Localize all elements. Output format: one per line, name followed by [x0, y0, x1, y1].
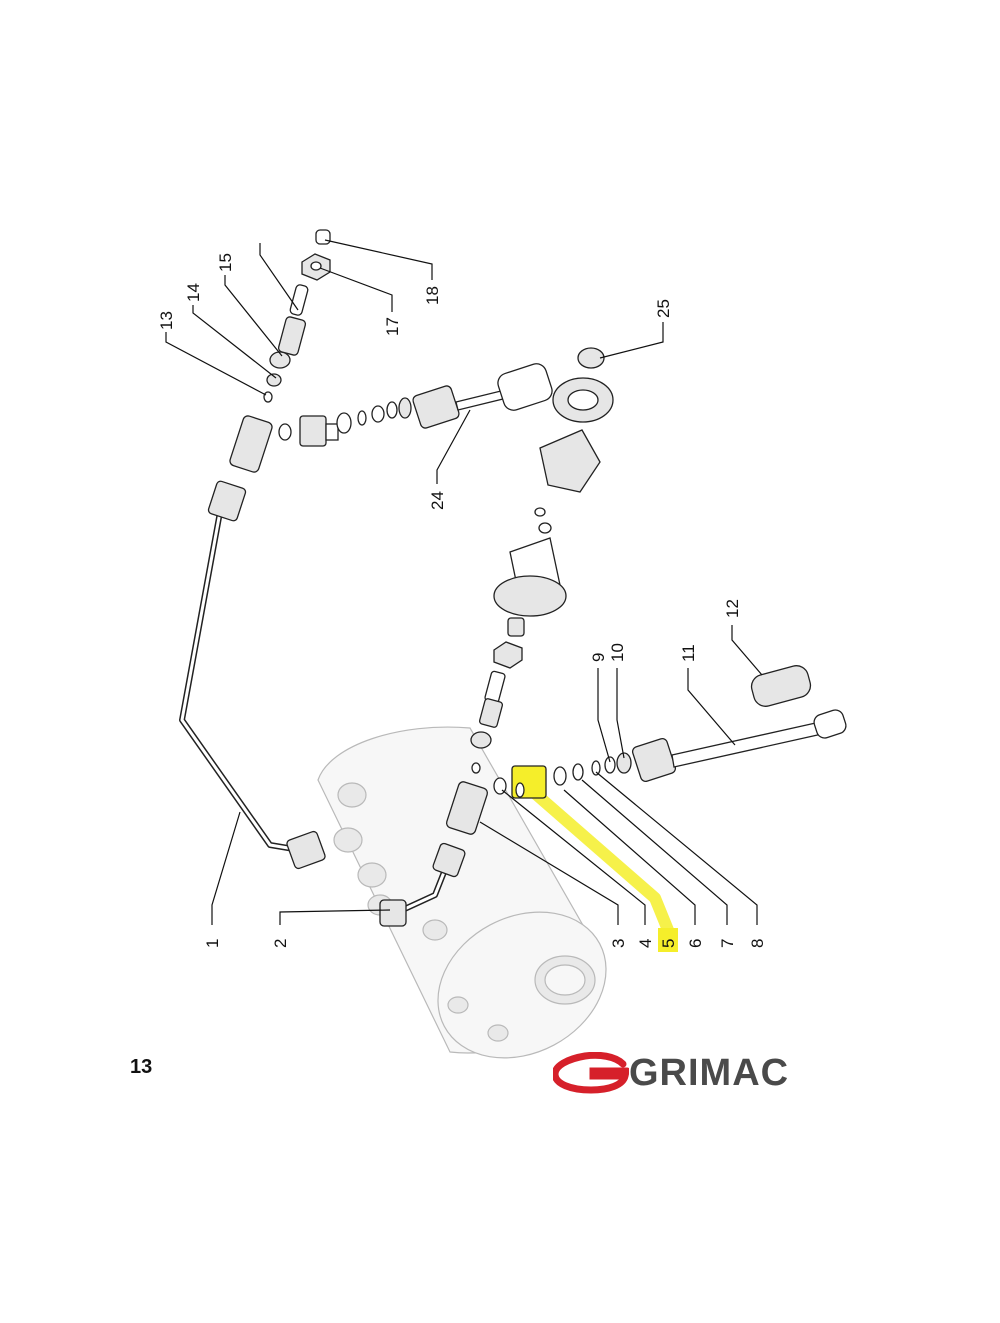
callout-25: 25	[654, 299, 673, 318]
callout-1: 1	[203, 939, 222, 948]
callout-17: 17	[383, 317, 402, 336]
callout-24: 24	[428, 491, 447, 510]
callout-2: 2	[271, 939, 290, 948]
callout-10: 10	[608, 643, 627, 662]
callout-15: 15	[216, 253, 235, 272]
callout-14: 14	[184, 283, 203, 302]
brand-logo-mark	[551, 1051, 631, 1094]
brand-name: GRIMAC	[629, 1052, 790, 1094]
callout-7: 7	[718, 939, 737, 948]
tube-part-1	[179, 480, 326, 870]
callout-4: 4	[636, 939, 655, 948]
upper-small-parts	[263, 229, 331, 403]
lower-valve-assembly	[493, 665, 847, 799]
callout-13: 13	[157, 311, 176, 330]
callout-12: 12	[723, 599, 742, 618]
callout-8: 8	[748, 939, 767, 948]
callout-6: 6	[686, 939, 705, 948]
callout-labels: 1 2 3 4 5 6 7 8 9 10 11 12 13 14 15 17 1…	[157, 253, 767, 952]
boiler-body-ghost	[317, 726, 607, 1059]
callout-9: 9	[589, 653, 608, 662]
callout-3: 3	[609, 939, 628, 948]
page-number: 13	[130, 1056, 153, 1078]
leader-lines	[165, 239, 763, 925]
callout-11: 11	[679, 644, 698, 662]
middle-assembly	[445, 347, 614, 835]
callout-5: 5	[659, 939, 678, 948]
callout-18: 18	[423, 286, 442, 305]
tube-part-2	[379, 842, 466, 927]
brand-logo: GRIMAC	[551, 1051, 873, 1094]
upper-valve-assembly	[229, 363, 553, 473]
highlight-leader-5	[516, 776, 674, 936]
highlight-box-5	[658, 928, 678, 952]
